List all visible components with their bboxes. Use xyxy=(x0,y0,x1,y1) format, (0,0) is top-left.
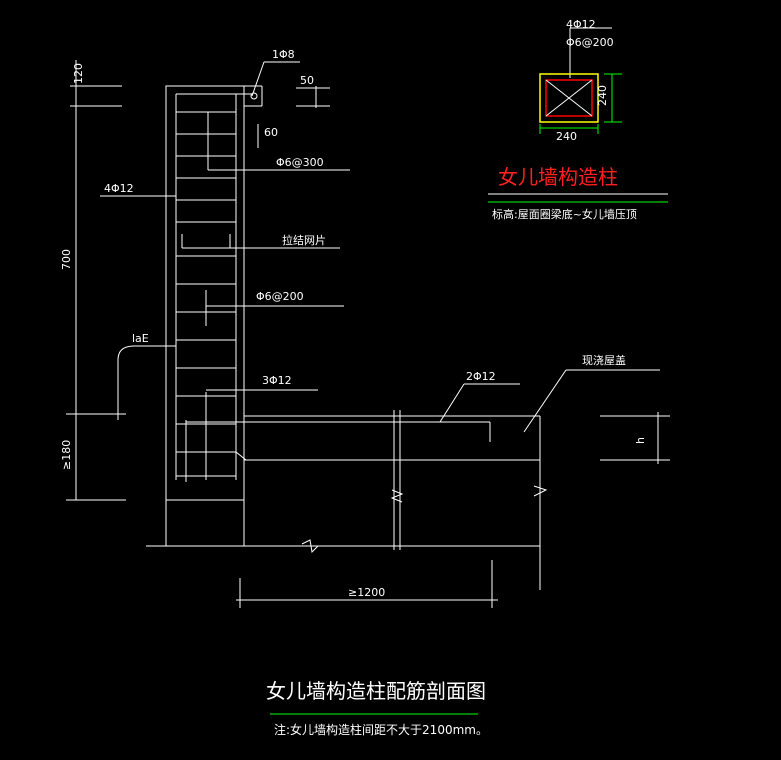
anchorage-dimension: ≥1200 xyxy=(236,560,498,608)
section-title: 女儿墙构造柱配筋剖面图 xyxy=(266,679,486,703)
dim-120: 120 xyxy=(72,63,85,84)
dim-embed: ≥180 xyxy=(60,440,73,470)
label-lae: laE xyxy=(132,332,149,345)
column-rebar-cage xyxy=(175,92,258,482)
label-stirrup-top: Φ6@300 xyxy=(276,156,324,169)
column-outline xyxy=(539,73,599,123)
left-dimension-chain: 120 700 ≥180 xyxy=(60,60,126,501)
label-slab-h: h xyxy=(634,437,647,444)
dim-1200: ≥1200 xyxy=(348,586,385,599)
dim-700: 700 xyxy=(60,249,73,270)
label-tie-mesh: 拉结网片 xyxy=(282,233,326,247)
column-stirrup-label: Φ6@200 xyxy=(566,36,614,49)
roof-slab: 2Φ12 现浇屋盖 h xyxy=(146,353,670,590)
label-bottom-bars: 3Φ12 xyxy=(262,374,292,387)
column-title: 女儿墙构造柱 xyxy=(498,165,618,189)
label-hook-50: 50 xyxy=(300,74,314,87)
parapet-wall xyxy=(165,85,263,547)
column-elevation: 标高:屋面圈梁底~女儿墙压顶 xyxy=(492,207,637,221)
label-cast-slab: 现浇屋盖 xyxy=(582,353,626,367)
section-title-block: 女儿墙构造柱配筋剖面图 注:女儿墙构造柱间距不大于2100mm。 xyxy=(266,679,488,737)
column-width: 240 xyxy=(556,130,577,143)
label-main-bars: 4Φ12 xyxy=(104,182,134,195)
label-top-bar: 1Φ8 xyxy=(272,48,295,61)
column-bars-label: 4Φ12 xyxy=(566,18,596,31)
label-slab-bars: 2Φ12 xyxy=(466,370,496,383)
column-rebar xyxy=(545,79,593,117)
label-60: 60 xyxy=(264,126,278,139)
column-depth: 240 xyxy=(596,85,609,106)
section-note: 注:女儿墙构造柱间距不大于2100mm。 xyxy=(274,722,488,737)
section-labels: 1Φ8 50 60 Φ6@300 4Φ12 拉结网片 Φ6@200 laE 3Φ… xyxy=(100,48,350,420)
column-detail: 4Φ12 Φ6@200 240 240 女儿墙构造柱 标高:屋面圈梁底~女儿墙压… xyxy=(488,18,668,221)
label-stirrup-mid: Φ6@200 xyxy=(256,290,304,303)
